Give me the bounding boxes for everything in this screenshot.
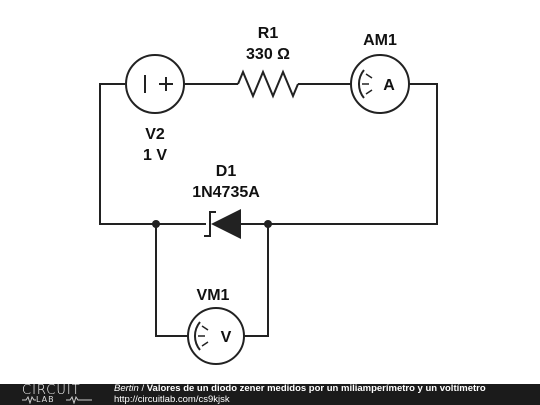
author-link[interactable]: Bertin [114, 383, 139, 394]
voltmeter-dial-arc [193, 321, 201, 351]
wire-voltmeter-left [155, 224, 189, 337]
voltmeter-tick [201, 325, 209, 331]
voltage-source-v2[interactable] [125, 54, 185, 114]
circuit-title: Valores de un diodo zener medidos por un… [146, 383, 486, 394]
logo-circuit-squiggle-icon [22, 396, 92, 404]
circuitlab-logo[interactable]: CIRCUIT LAB [2, 383, 106, 405]
ammeter-tick [365, 89, 373, 95]
ammeter-symbol: A [383, 77, 395, 94]
voltmeter-tick [201, 341, 209, 347]
source-value-label: 1 V [143, 147, 167, 164]
footer-title-line: Bertin / Valores de un diodo zener medid… [114, 383, 486, 395]
logo-lab-text: LAB [36, 395, 55, 404]
resistor-name-label: R1 [258, 25, 279, 42]
zener-cathode-bar [204, 211, 216, 237]
footer-bar: CIRCUIT LAB Bertin / Valores de un diodo… [0, 383, 540, 405]
wire-right [241, 83, 438, 225]
resistor-icon[interactable] [237, 69, 299, 99]
diode-name-label: D1 [216, 163, 237, 180]
ammeter-name-label: AM1 [363, 32, 397, 49]
ammeter-tick [365, 73, 373, 79]
zener-diode-d1[interactable] [204, 209, 241, 239]
wires [99, 83, 438, 337]
footer-caption: Bertin / Valores de un diodo zener medid… [114, 383, 486, 405]
circuit-schematic: V2 1 V R1 330 Ω A AM1 D1 1N4735A V VM1 [99, 25, 438, 365]
voltmeter-name-label: VM1 [197, 287, 230, 304]
diode-part-label: 1N4735A [192, 184, 260, 201]
wire-voltmeter-right [244, 224, 269, 337]
voltmeter-symbol: V [221, 329, 232, 346]
source-name-label: V2 [145, 126, 165, 143]
dc-voltage-source-icon [125, 54, 185, 114]
ammeter-icon [350, 54, 410, 114]
ammeter-am1[interactable]: A [350, 54, 410, 114]
voltmeter-vm1[interactable]: V [187, 307, 245, 365]
resistor-value-label: 330 Ω [246, 46, 290, 63]
footer-separator: / [138, 383, 147, 394]
ammeter-dial-arc [357, 69, 365, 99]
zener-diode-icon [211, 209, 241, 239]
junction-dot-icon [152, 220, 160, 228]
circuit-url-link[interactable]: http://circuitlab.com/cs9kjsk [114, 393, 230, 405]
voltmeter-icon [187, 307, 245, 365]
junction-dot-icon [264, 220, 272, 228]
logo-circuit-text: CIRCUIT [22, 383, 81, 398]
